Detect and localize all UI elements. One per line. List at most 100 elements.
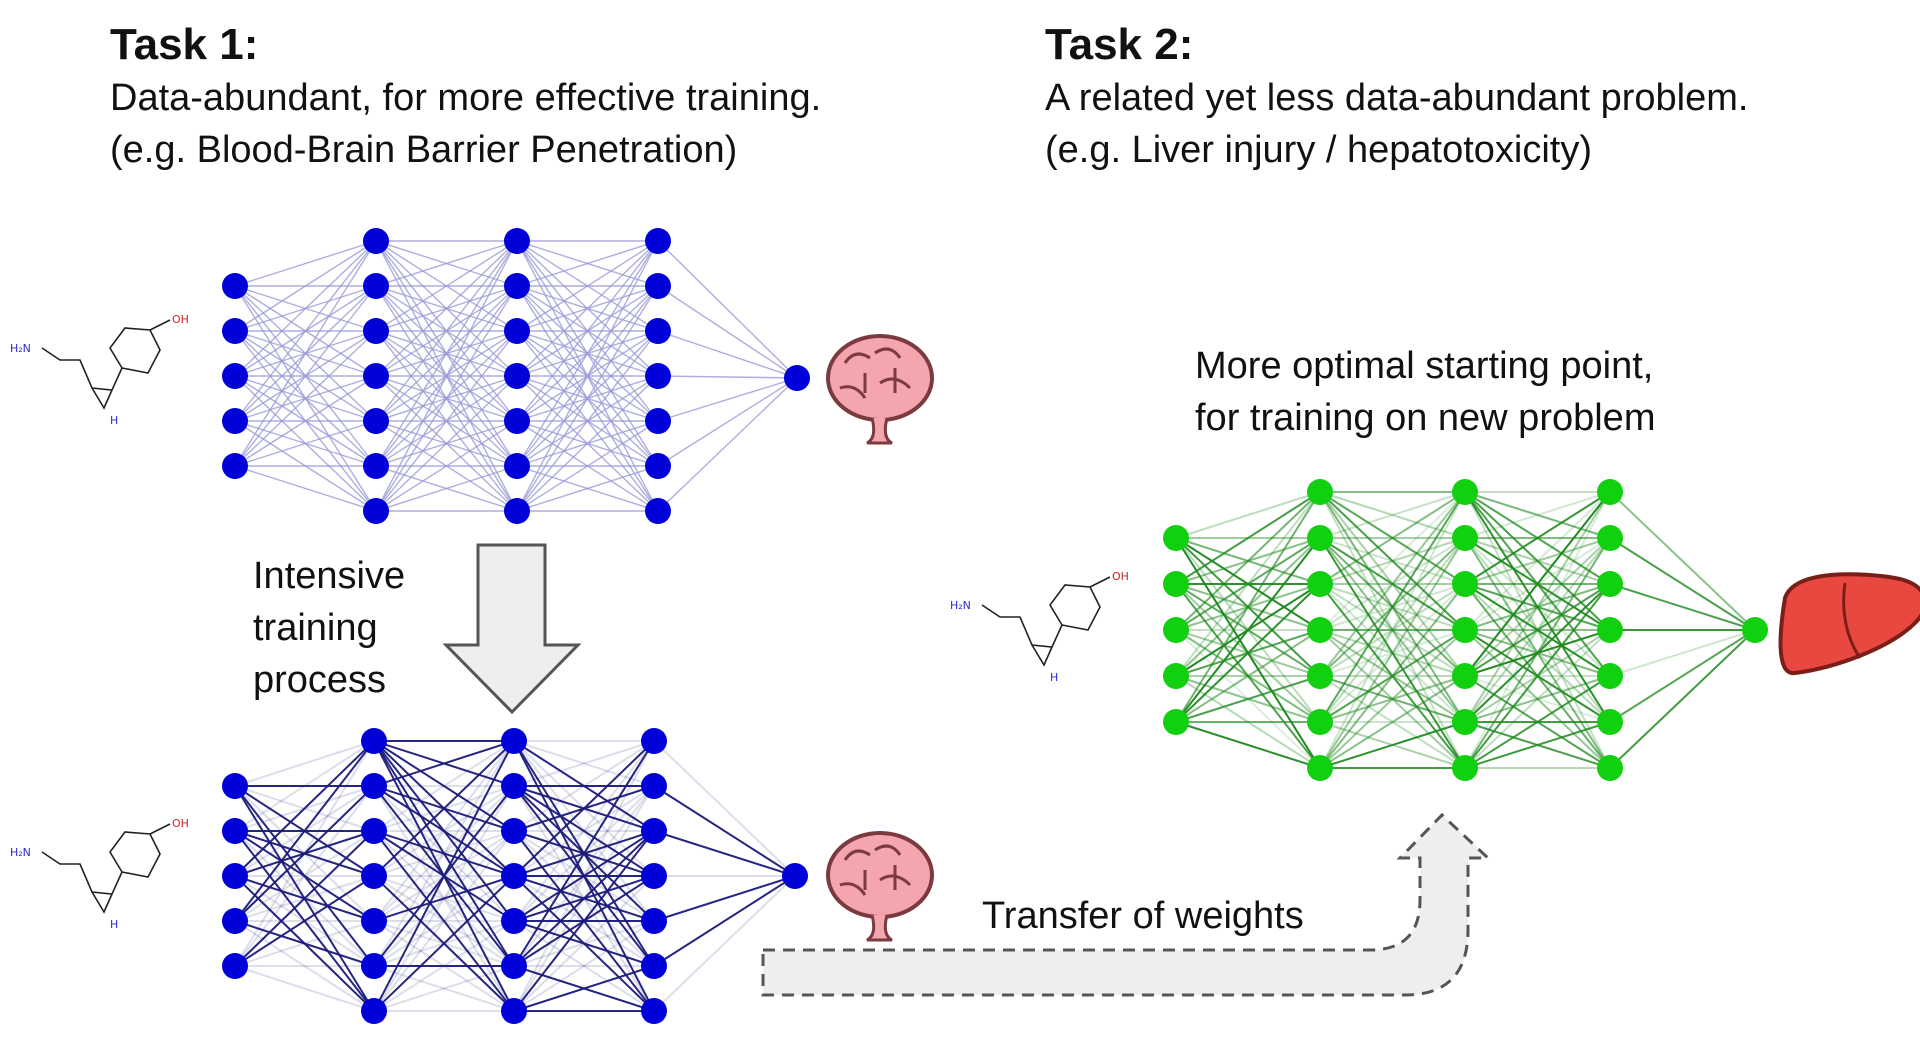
transfer-edge: [1609, 583, 1756, 631]
ring-nh-label: H: [110, 918, 118, 931]
transfer-edge: [1464, 491, 1611, 723]
transfer-edge: [1319, 629, 1466, 677]
transfer-edge: [1464, 583, 1611, 677]
transfer-edge: [1175, 583, 1321, 723]
transfer-node: [1307, 617, 1333, 643]
transfer-edge: [1609, 629, 1756, 769]
trained-node: [361, 953, 387, 979]
trained-node: [641, 998, 667, 1024]
untrained-node: [645, 228, 671, 254]
training-label-line2: training: [253, 607, 378, 649]
trained-edge: [373, 965, 515, 1012]
transfer-edge: [1464, 583, 1611, 769]
transfer-edge: [1175, 629, 1321, 723]
untrained-edge: [234, 375, 377, 467]
trained-edge: [373, 740, 515, 967]
transfer-edge: [1319, 629, 1466, 769]
brain-icon: [826, 831, 934, 942]
trained-node: [501, 773, 527, 799]
trained-edge: [234, 830, 375, 967]
trained-edge: [653, 875, 796, 1012]
trained-edge: [373, 875, 515, 1012]
trained-node: [222, 863, 248, 889]
trained-node: [501, 908, 527, 934]
trained-node: [361, 908, 387, 934]
trained-node: [501, 953, 527, 979]
network-task1-trained: [222, 728, 808, 1024]
untrained-edge: [234, 240, 377, 332]
untrained-node: [222, 453, 248, 479]
trained-node: [361, 863, 387, 889]
untrained-edge: [516, 240, 659, 512]
untrained-edge: [516, 375, 659, 512]
transfer-edge: [1464, 537, 1611, 585]
untrained-node: [504, 453, 530, 479]
trained-node: [501, 863, 527, 889]
transfer-node: [1307, 525, 1333, 551]
transfer-edge: [1464, 537, 1611, 769]
trained-edge: [653, 740, 796, 877]
untrained-edge: [657, 377, 798, 422]
trained-edge: [513, 830, 655, 922]
trained-edge: [513, 740, 655, 877]
untrained-node: [504, 228, 530, 254]
transfer-edge: [1175, 491, 1321, 539]
trained-edge: [373, 830, 515, 967]
trained-edge: [513, 920, 655, 1012]
transfer-edge: [1319, 583, 1466, 677]
untrained-edge: [234, 240, 377, 467]
transfer-edge: [1319, 675, 1466, 723]
brain-icon: [826, 334, 934, 445]
trained-edge: [234, 830, 375, 922]
transfer-edge: [1175, 675, 1321, 723]
untrained-node: [363, 228, 389, 254]
transfer-edge: [1175, 491, 1321, 677]
amine-label: H₂N: [10, 342, 31, 355]
hydroxyl-label: OH: [172, 817, 189, 830]
training-label-line1: Intensive: [253, 555, 406, 597]
transfer-edge: [1319, 583, 1466, 723]
trained-edge: [373, 830, 515, 877]
trained-edge: [234, 920, 375, 967]
trained-node: [222, 908, 248, 934]
transfer-edge: [1319, 537, 1466, 585]
untrained-edge: [375, 240, 518, 512]
transfer-edge: [1609, 537, 1756, 631]
trained-edge: [373, 830, 515, 1012]
trained-node: [782, 863, 808, 889]
network-task1-initial: [222, 228, 810, 524]
untrained-edge: [516, 420, 659, 512]
trained-edge: [513, 785, 655, 967]
trained-edge: [373, 875, 515, 967]
untrained-edge: [516, 240, 659, 377]
untrained-node: [222, 273, 248, 299]
untrained-edge: [657, 330, 798, 379]
transfer-node: [1307, 571, 1333, 597]
trained-edge: [234, 875, 375, 967]
transfer-node: [1742, 617, 1768, 643]
untrained-edge: [375, 240, 518, 467]
transfer-node: [1597, 525, 1623, 551]
trained-edge: [234, 965, 375, 1012]
untrained-edge: [516, 240, 659, 422]
transfer-node: [1597, 709, 1623, 735]
amine-label: H₂N: [10, 846, 31, 859]
untrained-node: [645, 408, 671, 434]
transfer-edge: [1464, 629, 1611, 769]
transfer-edge: [1319, 583, 1466, 769]
untrained-node: [645, 273, 671, 299]
trained-node: [361, 773, 387, 799]
transfer-edge: [1609, 629, 1756, 723]
transfer-edge: [1319, 537, 1466, 769]
trained-edge: [373, 830, 515, 1012]
untrained-edge: [657, 240, 798, 379]
task1-example: (e.g. Blood-Brain Barrier Penetration): [110, 129, 738, 171]
transfer-node: [1163, 663, 1189, 689]
transfer-edge: [1175, 491, 1321, 585]
transfer-edge: [1464, 537, 1611, 723]
trained-edge: [373, 785, 515, 1012]
trained-edge: [234, 785, 375, 922]
untrained-node: [504, 318, 530, 344]
